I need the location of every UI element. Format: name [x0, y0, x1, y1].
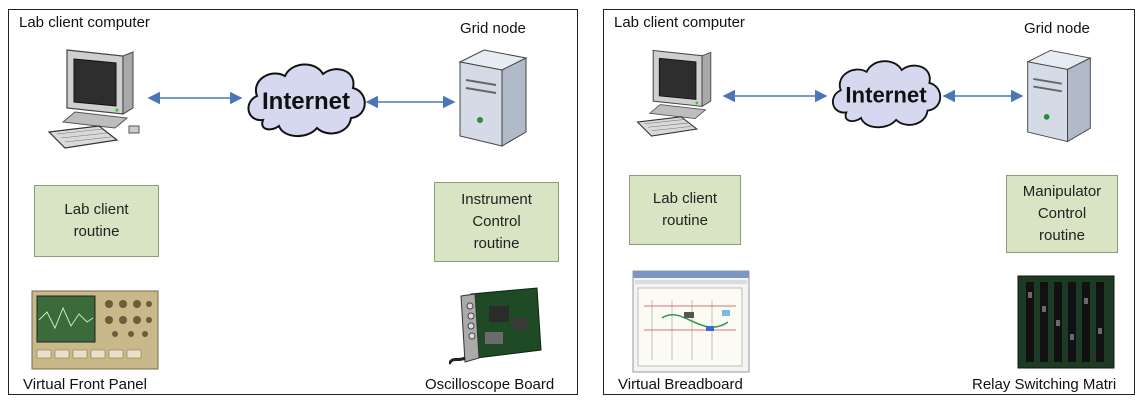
right-diagram-panel: Lab client computer Grid node Internet L…: [603, 9, 1135, 395]
oscilloscope-board-label: Oscilloscope Board: [425, 376, 555, 393]
instrument-control-routine-box: Instrument Control routine: [434, 182, 559, 262]
server-icon: [1026, 49, 1092, 143]
client-computer-label: Lab client computer: [614, 14, 745, 31]
lab-client-routine-box: Lab client routine: [629, 175, 741, 245]
server-icon: [458, 49, 528, 147]
virtual-breadboard-image: [632, 270, 750, 373]
computer-icon: [636, 49, 712, 137]
relay-switching-matrix-label: Relay Switching Matri: [972, 376, 1117, 393]
oscilloscope-board-image: [449, 287, 542, 365]
internet-cloud-icon: Internet: [247, 63, 366, 137]
connection-arrows: [147, 91, 456, 109]
grid-node-label: Grid node: [460, 20, 526, 37]
grid-node-label: Grid node: [1024, 20, 1090, 37]
left-diagram-panel: Lab client computer Grid node Internet L…: [8, 9, 578, 395]
relay-switching-matrix-image: [1017, 275, 1115, 369]
virtual-breadboard-label: Virtual Breadboard: [618, 376, 743, 393]
internet-cloud-icon: Internet: [832, 60, 942, 129]
virtual-front-panel-image: [31, 290, 159, 370]
manipulator-control-routine-box: Manipulator Control routine: [1006, 175, 1118, 253]
internet-label: Internet: [845, 82, 927, 107]
computer-icon: [47, 49, 140, 149]
internet-label: Internet: [262, 88, 350, 115]
connection-arrows: [722, 89, 1024, 103]
virtual-front-panel-label: Virtual Front Panel: [23, 376, 147, 393]
lab-client-routine-box: Lab client routine: [34, 185, 159, 257]
client-computer-label: Lab client computer: [19, 14, 150, 31]
